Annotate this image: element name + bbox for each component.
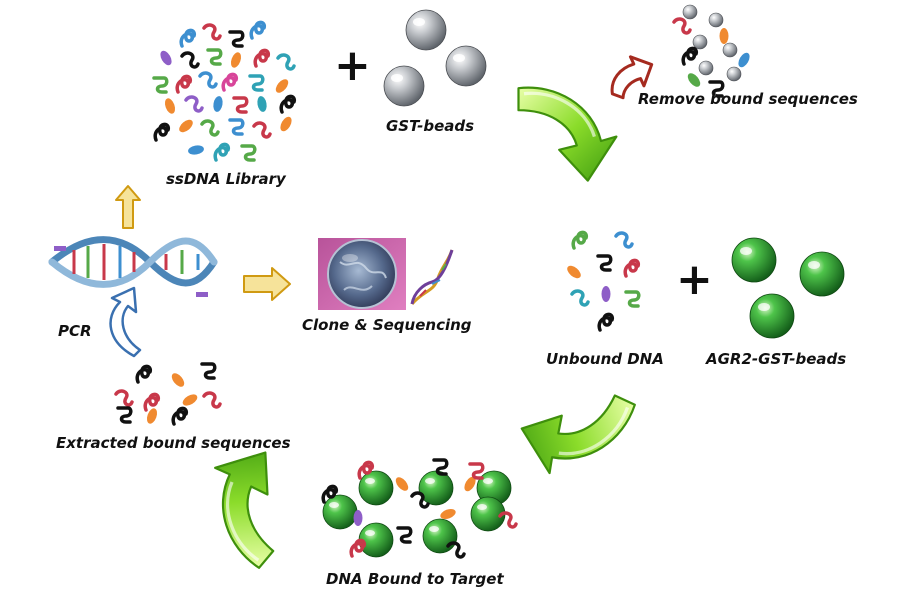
label-agr2-gst-beads: AGR2-GST-beads	[706, 350, 847, 368]
cycle-arrow-top-right-icon	[516, 85, 619, 183]
ssdna-library-cluster	[152, 20, 297, 162]
label-remove-bound: Remove bound sequences	[638, 90, 858, 108]
plus-sign-top: +	[334, 40, 371, 91]
pcr-return-arrow-icon	[109, 286, 142, 358]
cycle-arrow-right-icon	[508, 364, 637, 496]
agr2-beads-group	[731, 237, 845, 339]
label-ssdna-library: ssDNA Library	[166, 170, 286, 188]
unbound-dna-cluster	[564, 230, 641, 332]
plus-sign-right: +	[676, 254, 713, 305]
label-dna-bound-target: DNA Bound to Target	[326, 570, 504, 588]
clone-photo-icon	[318, 238, 406, 310]
label-gst-beads: GST-beads	[386, 117, 475, 135]
label-pcr: PCR	[58, 322, 92, 340]
remove-arrow-icon	[610, 55, 654, 100]
up-arrow-icon	[115, 185, 141, 229]
pcr-helix-icon	[48, 236, 218, 297]
label-extracted-bound: Extracted bound sequences	[56, 434, 291, 452]
gst-beads-group	[383, 9, 487, 107]
small-helix-icon	[410, 249, 454, 305]
extracted-cluster	[114, 362, 222, 426]
bound-target-cluster	[321, 458, 518, 559]
right-arrow-icon	[243, 267, 291, 301]
cycle-arrow-bottom-icon	[182, 432, 321, 570]
remove-bound-cluster	[672, 4, 752, 98]
label-unbound-dna: Unbound DNA	[546, 350, 664, 368]
label-clone-sequencing: Clone & Sequencing	[302, 316, 472, 334]
